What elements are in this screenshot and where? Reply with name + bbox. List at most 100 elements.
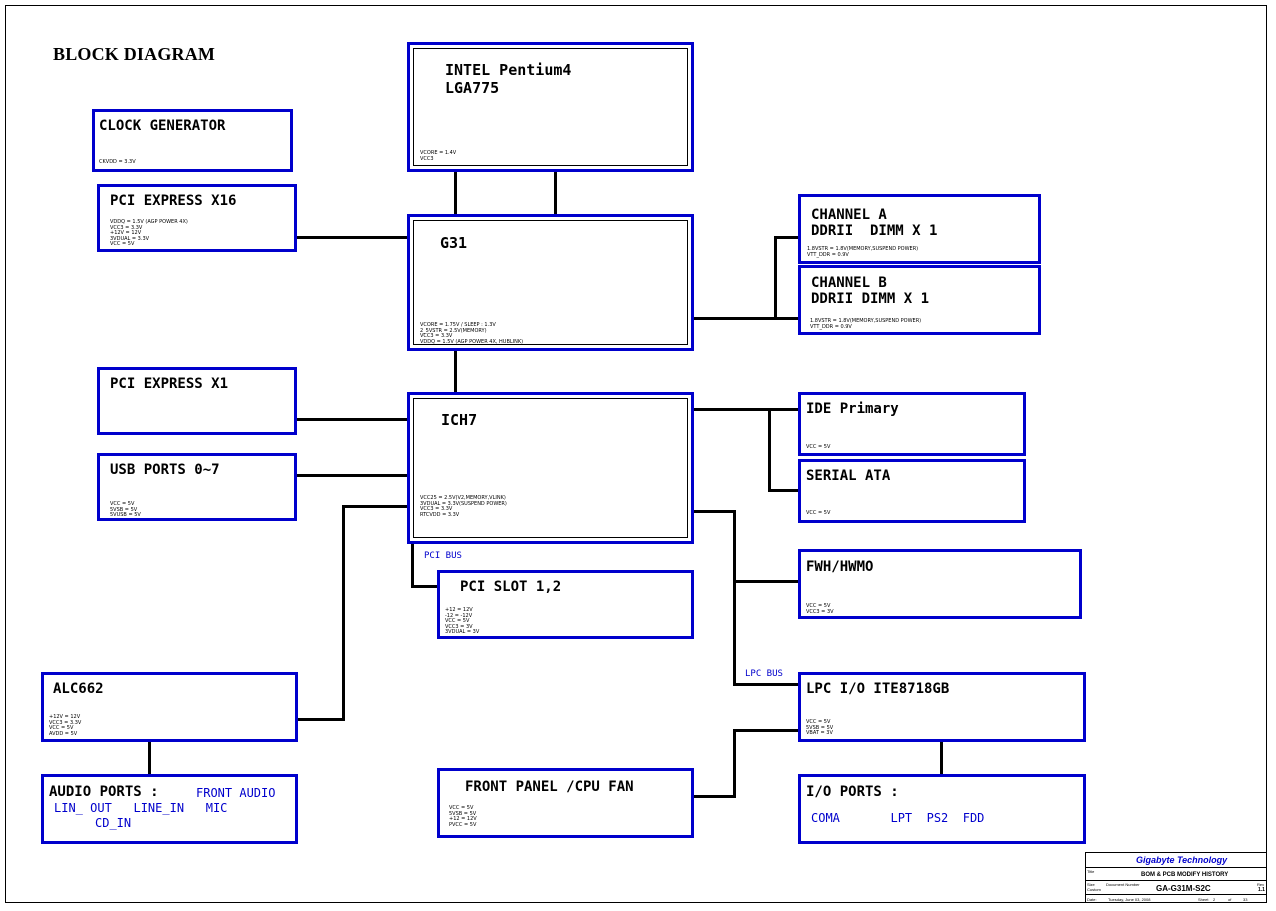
audio-ports-title: AUDIO PORTS : <box>49 784 159 800</box>
ich7-title: ICH7 <box>441 411 478 429</box>
of-label: of <box>1228 897 1232 902</box>
alc662-notes: +12V = 12V VCC3 = 3.3V VCC = 5V AVDD = 5… <box>49 714 82 737</box>
frontpanel-link-v <box>733 729 736 798</box>
channel-a-notes: 1.8VSTR = 1.8V(MEMORY,SUSPEND POWER) VTT… <box>807 246 919 258</box>
pcie16-g31-link <box>296 236 408 239</box>
g31-ich7-link <box>454 348 457 394</box>
document-number-label: Document Number <box>1106 882 1140 887</box>
lpc-io-title: LPC I/O ITE8718GB <box>806 681 950 697</box>
audio-ports-block: AUDIO PORTS : FRONT AUDIO LIN_ OUT LINE_… <box>41 774 298 844</box>
io-ports-list: COMA LPT PS2 FDD <box>811 811 985 825</box>
pcie-x16-notes: VDDQ = 1.5V (AGP POWER 4X) VCC3 = 3.3V +… <box>110 219 188 247</box>
front-panel-notes: VCC = 5V 5VSB = 5V +12 = 12V PVCC = 5V <box>449 805 477 828</box>
usb-ports-title: USB PORTS 0~7 <box>110 462 220 478</box>
lpcio-io-link <box>940 740 943 776</box>
channel-b-notes: 1.8VSTR = 1.8V(MEMORY,SUSPEND POWER) VTT… <box>810 318 922 330</box>
date-value: Tuesday, June 03, 2008 <box>1108 897 1151 902</box>
ddr-branch-a <box>774 236 800 239</box>
cpu-block: INTEL Pentium4 LGA775 VCORE = 1.4V VCC3 <box>407 42 694 172</box>
ide-primary-block: IDE Primary VCC = 5V <box>798 392 1026 456</box>
ide-sata-branch <box>768 408 771 491</box>
pci-bus-label: PCI BUS <box>424 551 462 561</box>
g31-title: G31 <box>440 234 468 252</box>
title-block-title-row: Title BOM & PCB MODIFY HISTORY <box>1086 868 1266 881</box>
lpc-io-notes: VCC = 5V 5VSB = 5V VBAT = 3V <box>806 719 834 736</box>
document-number: GA-G31M-S2C <box>1156 884 1211 893</box>
serial-ata-block: SERIAL ATA VCC = 5V <box>798 459 1026 523</box>
frontpanel-link-h <box>693 795 736 798</box>
channel-a-title: CHANNEL A DDRII DIMM X 1 <box>811 207 938 239</box>
ich7-block: ICH7 VCC25 = 2.5V(V2,MEMORY,VLINK) 3VDUA… <box>407 392 694 544</box>
usb-ports-block: USB PORTS 0~7 VCC = 5V 5VSB = 5V 5VUSB =… <box>97 453 297 521</box>
pcie-x1-block: PCI EXPRESS X1 <box>97 367 297 435</box>
front-panel-title: FRONT PANEL /CPU FAN <box>465 779 634 795</box>
sheet-total: 33 <box>1243 897 1248 902</box>
audio-cd-label: CD_IN <box>95 816 132 830</box>
lpc-fwh-link <box>733 580 800 583</box>
title-block-date-row: Date: Tuesday, June 03, 2008 Sheet 2 of … <box>1086 895 1266 904</box>
lpc-io-link <box>733 683 800 686</box>
front-panel-block: FRONT PANEL /CPU FAN VCC = 5V 5VSB = 5V … <box>437 768 694 838</box>
lpc-io-block: LPC I/O ITE8718GB VCC = 5V 5VSB = 5V VBA… <box>798 672 1086 742</box>
alc-audio-link <box>148 740 151 776</box>
pcie-x16-block: PCI EXPRESS X16 VDDQ = 1.5V (AGP POWER 4… <box>97 184 297 252</box>
clock-generator-title: CLOCK GENERATOR <box>99 118 226 134</box>
lpc-bus-vertical <box>733 510 736 685</box>
clock-generator-notes: CKVDD = 3.3V <box>99 159 136 165</box>
ich7-ide-link <box>693 408 800 411</box>
sheet-label: Sheet <box>1198 897 1209 902</box>
pci-slot-title: PCI SLOT 1,2 <box>460 579 562 595</box>
size-label: Size <box>1087 882 1095 887</box>
size-value: Custom <box>1087 887 1101 892</box>
title-block-company-row: Gigabyte Technology <box>1086 853 1266 868</box>
alc-ich7-vertical <box>342 505 345 720</box>
io-ports-block: I/O PORTS : COMA LPT PS2 FDD <box>798 774 1086 844</box>
sheet-number: 2 <box>1213 897 1216 902</box>
company-name: Gigabyte Technology <box>1136 855 1228 865</box>
cpu-notes: VCORE = 1.4V VCC3 <box>420 150 457 162</box>
pci-bus-vertical <box>411 541 414 587</box>
fwh-hwmo-title: FWH/HWMO <box>806 559 874 575</box>
g31-ddr-link <box>693 317 800 320</box>
ide-primary-title: IDE Primary <box>806 401 899 417</box>
sheet-border <box>5 5 1267 903</box>
pci-slot-notes: +12 = 12V -12 = -12V VCC = 5V VCC3 = 3V … <box>445 607 480 635</box>
cpu-g31-link-right <box>554 170 557 218</box>
title-label: Title <box>1087 869 1095 874</box>
alc662-title: ALC662 <box>53 681 104 697</box>
channel-a-block: CHANNEL A DDRII DIMM X 1 1.8VSTR = 1.8V(… <box>798 194 1041 264</box>
channel-b-title: CHANNEL B DDRII DIMM X 1 <box>811 275 930 307</box>
pcie-x16-title: PCI EXPRESS X16 <box>110 193 237 209</box>
pci-bus-horizontal <box>411 585 438 588</box>
pci-slot-block: PCI SLOT 1,2 +12 = 12V -12 = -12V VCC = … <box>437 570 694 639</box>
clock-generator-block: CLOCK GENERATOR CKVDD = 3.3V <box>92 109 293 172</box>
fwh-hwmo-block: FWH/HWMO VCC = 5V VCC3 = 3V <box>798 549 1082 619</box>
cpu-g31-link-left <box>454 170 457 218</box>
usb-ports-notes: VCC = 5V 5VSB = 5V 5VUSB = 5V <box>110 501 141 518</box>
sata-branch-link <box>768 489 800 492</box>
ddr-branch-vertical <box>774 236 777 320</box>
rev-label: Rev <box>1257 882 1265 887</box>
serial-ata-title: SERIAL ATA <box>806 468 891 484</box>
audio-front-label: FRONT AUDIO <box>196 786 276 800</box>
alc-ich7-bottom <box>296 718 345 721</box>
date-label: Date: <box>1087 897 1097 902</box>
title-block: Gigabyte Technology Title BOM & PCB MODI… <box>1085 852 1267 903</box>
page-heading: BLOCK DIAGRAM <box>53 44 216 64</box>
ich7-notes: VCC25 = 2.5V(V2,MEMORY,VLINK) 3VDUAL = 3… <box>420 495 507 518</box>
document-title: BOM & PCB MODIFY HISTORY <box>1141 872 1229 878</box>
pcie-x1-title: PCI EXPRESS X1 <box>110 376 229 392</box>
cpu-title: INTEL Pentium4 LGA775 <box>445 61 572 97</box>
rev-value: 1.1 <box>1258 887 1265 893</box>
audio-line-labels: LIN_ OUT LINE_IN MIC <box>54 801 228 815</box>
g31-block: G31 VCORE = 1.75V / SLEEP : 1.3V 2_5VSTR… <box>407 214 694 351</box>
channel-b-block: CHANNEL B DDRII DIMM X 1 1.8VSTR = 1.8V(… <box>798 265 1041 335</box>
io-ports-title: I/O PORTS : <box>806 784 899 800</box>
pcie1-ich7-link <box>296 418 408 421</box>
fwh-hwmo-notes: VCC = 5V VCC3 = 3V <box>806 603 834 615</box>
alc662-block: ALC662 +12V = 12V VCC3 = 3.3V VCC = 5V A… <box>41 672 298 742</box>
usb-ich7-link <box>296 474 408 477</box>
lpc-bus-label: LPC BUS <box>745 669 783 679</box>
ich7-lpc-top <box>693 510 736 513</box>
